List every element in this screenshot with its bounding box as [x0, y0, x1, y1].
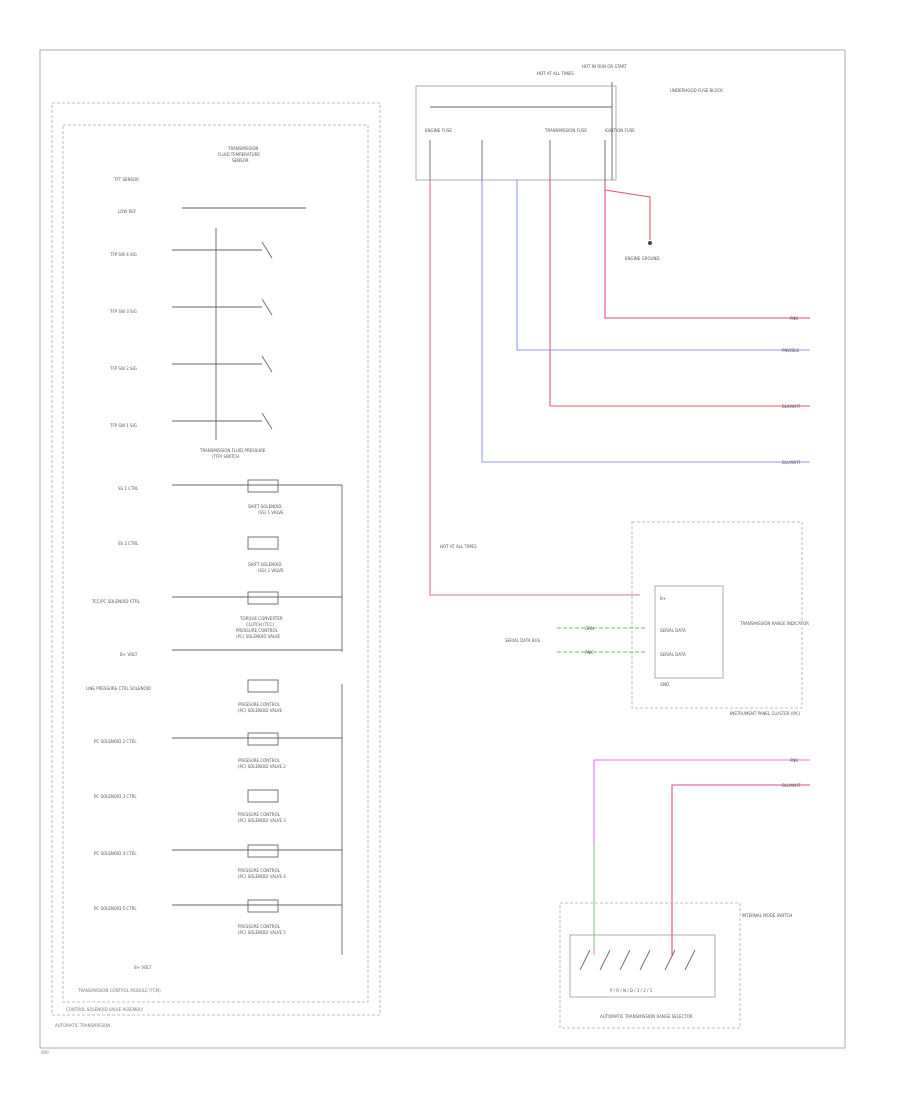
pin-label-tfp1: TFP SW 1 SIG	[109, 423, 137, 428]
tcm-label: TRANSMISSION CONTROL MODULE (TCM)	[77, 988, 161, 993]
outer-border	[39, 49, 846, 1049]
pin-label-tfp4: TFP SW 4 SIG	[109, 252, 137, 257]
wire-magenta-1	[593, 759, 810, 955]
svg-text:(SS) 2 VALVE: (SS) 2 VALVE	[258, 568, 284, 573]
svg-text:INSTRUMENT PANEL CLUSTER (IPC): INSTRUMENT PANEL CLUSTER (IPC)	[730, 711, 801, 716]
pin-label-pc2: PC SOLENOID 2 CTRL	[94, 739, 137, 744]
svg-text:TRANSMISSION: TRANSMISSION	[227, 146, 258, 151]
svg-text:SERIAL DATA BUS: SERIAL DATA BUS	[505, 638, 541, 643]
instrument-panel-cluster: B+ SERIAL DATA SERIAL DATA GND TRANSMISS…	[440, 521, 809, 716]
wires	[429, 180, 810, 955]
svg-text:(PC) SOLENOID VALVE: (PC) SOLENOID VALVE	[236, 634, 280, 639]
wire-pink-2	[604, 180, 810, 319]
svg-text:BLU/WHT: BLU/WHT	[782, 783, 801, 788]
left-pin-labels: TFT SENSOR LOW REF TFP SW 4 SIG TFP SW 3…	[86, 177, 152, 970]
wire-magenta-2	[671, 784, 810, 955]
engine-ground-icon: ENGINE GROUND	[625, 241, 660, 261]
wire-blue-2	[516, 180, 810, 351]
svg-text:PNK: PNK	[585, 650, 593, 655]
pin-label-ss1: SS 1 CTRL	[118, 486, 139, 491]
svg-text:PRESSURE CONTROL: PRESSURE CONTROL	[236, 628, 279, 633]
pin-label-tcc: TCC/PC SOLENOID CTRL	[91, 599, 141, 604]
pin-label-pc4: PC SOLENOID 4 CTRL	[94, 851, 137, 856]
transmission-range-selector: P / R / N / D / 3 / 2 / 1 AUTOMATIC TRAN…	[559, 902, 792, 1029]
pin-label-low-ref: LOW REF	[118, 209, 137, 214]
svg-text:PNK: PNK	[790, 316, 798, 321]
underhood-fuse-block: HOT AT ALL TIMES HOT IN RUN OR START UND…	[415, 64, 723, 181]
svg-text:SHIFT SOLENOID: SHIFT SOLENOID	[248, 562, 282, 567]
wire-color-labels: PNK PNK/BLK BLK/WHT BLU/WHT PNK BLU/WHT …	[585, 316, 801, 788]
svg-text:ENGINE FUSE: ENGINE FUSE	[425, 128, 452, 133]
svg-text:PRESSURE CONTROL: PRESSURE CONTROL	[238, 758, 281, 763]
svg-text:TORQUE CONVERTER: TORQUE CONVERTER	[239, 616, 283, 621]
svg-text:(PC) SOLENOID VALVE 2: (PC) SOLENOID VALVE 2	[238, 764, 286, 769]
pin-label-bplus1: B+ VOLT	[120, 652, 138, 657]
svg-text:PNK: PNK	[790, 758, 798, 763]
svg-text:PRESSURE CONTROL: PRESSURE CONTROL	[238, 702, 281, 707]
pin-label-pc5: PC SOLENOID 5 CTRL	[94, 906, 137, 911]
wire-red	[549, 180, 810, 407]
control-solenoid-label: CONTROL SOLENOID VALVE ASSEMBLY	[66, 1007, 144, 1012]
svg-text:GND: GND	[660, 682, 669, 687]
svg-text:TRANSMISSION FLUID PRESSURE: TRANSMISSION FLUID PRESSURE	[199, 448, 266, 453]
svg-text:(TFP) SWITCH: (TFP) SWITCH	[212, 454, 239, 459]
svg-text:(PC) SOLENOID VALVE 3: (PC) SOLENOID VALVE 3	[238, 818, 286, 823]
svg-text:HOT AT ALL TIMES: HOT AT ALL TIMES	[440, 544, 477, 549]
pin-label-tfp2: TFP SW 2 SIG	[109, 366, 137, 371]
pin-label-tfp3: TFP SW 3 SIG	[109, 309, 137, 314]
svg-text:AUTOMATIC TRANSMISSION RANGE S: AUTOMATIC TRANSMISSION RANGE SELECTOR	[600, 1014, 693, 1019]
svg-text:SERIAL DATA: SERIAL DATA	[660, 652, 686, 657]
svg-text:(PC) SOLENOID VALVE 5: (PC) SOLENOID VALVE 5	[238, 930, 286, 935]
pin-label-bplus2: B+ VOLT	[134, 965, 152, 970]
svg-text:PRESSURE CONTROL: PRESSURE CONTROL	[238, 812, 281, 817]
wire-ground	[604, 189, 651, 240]
svg-text:SENSOR: SENSOR	[232, 158, 249, 163]
wire-pink-main	[429, 180, 640, 596]
svg-text:(SS) 1 VALVE: (SS) 1 VALVE	[258, 510, 284, 515]
solenoid-blocks: SHIFT SOLENOID (SS) 1 VALVE SHIFT SOLENO…	[172, 479, 343, 955]
pin-label-ss2: SS 2 CTRL	[118, 541, 139, 546]
svg-text:P / R / N / D / 3 / 2 / 1: P / R / N / D / 3 / 2 / 1	[610, 988, 653, 993]
svg-text:HOT AT ALL TIMES: HOT AT ALL TIMES	[537, 71, 574, 76]
svg-text:ENGINE GROUND: ENGINE GROUND	[625, 256, 660, 261]
svg-text:SERIAL DATA: SERIAL DATA	[660, 628, 686, 633]
svg-text:IGNITION FUSE: IGNITION FUSE	[605, 128, 635, 133]
svg-text:HOT IN RUN OR START: HOT IN RUN OR START	[582, 64, 627, 69]
svg-text:PNK/BLK: PNK/BLK	[782, 348, 799, 353]
wire-blue-1	[481, 180, 810, 463]
svg-text:FLUID TEMPERATURE: FLUID TEMPERATURE	[218, 152, 260, 157]
automatic-transmission-label: AUTOMATIC TRANSMISSION	[55, 1023, 110, 1028]
svg-text:(PC) SOLENOID VALVE: (PC) SOLENOID VALVE	[238, 708, 282, 713]
svg-text:PRESSURE CONTROL: PRESSURE CONTROL	[238, 868, 281, 873]
svg-text:TRANSMISSION FUSE: TRANSMISSION FUSE	[544, 128, 587, 133]
svg-text:(PC) SOLENOID VALVE 4: (PC) SOLENOID VALVE 4	[238, 874, 286, 879]
pin-label-pc3: PC SOLENOID 3 CTRL	[94, 794, 137, 799]
svg-text:BLK/WHT: BLK/WHT	[782, 404, 801, 409]
svg-text:SHIFT SOLENOID: SHIFT SOLENOID	[248, 504, 282, 509]
svg-text:INTERNAL MODE SWITCH: INTERNAL MODE SWITCH	[742, 913, 792, 918]
svg-text:GRN: GRN	[585, 626, 594, 631]
control-solenoid-box	[62, 124, 369, 1003]
pin-label-tft: TFT SENSOR	[113, 177, 139, 182]
svg-text:BLU/WHT: BLU/WHT	[782, 460, 801, 465]
page-number: 000	[41, 1050, 49, 1055]
svg-text:B+: B+	[660, 596, 666, 601]
tfp-switch-assembly: TRANSMISSION FLUID TEMPERATURE SENSOR TR…	[172, 146, 306, 459]
svg-text:TRANSMISSION RANGE INDICATOR: TRANSMISSION RANGE INDICATOR	[739, 621, 809, 626]
svg-text:PRESSURE CONTROL: PRESSURE CONTROL	[238, 924, 281, 929]
svg-text:CLUTCH (TCC): CLUTCH (TCC)	[246, 622, 274, 627]
svg-text:UNDERHOOD FUSE BLOCK: UNDERHOOD FUSE BLOCK	[670, 88, 723, 93]
pin-label-line-pressure: LINE PRESSURE CTRL SOLENOID	[86, 686, 151, 691]
